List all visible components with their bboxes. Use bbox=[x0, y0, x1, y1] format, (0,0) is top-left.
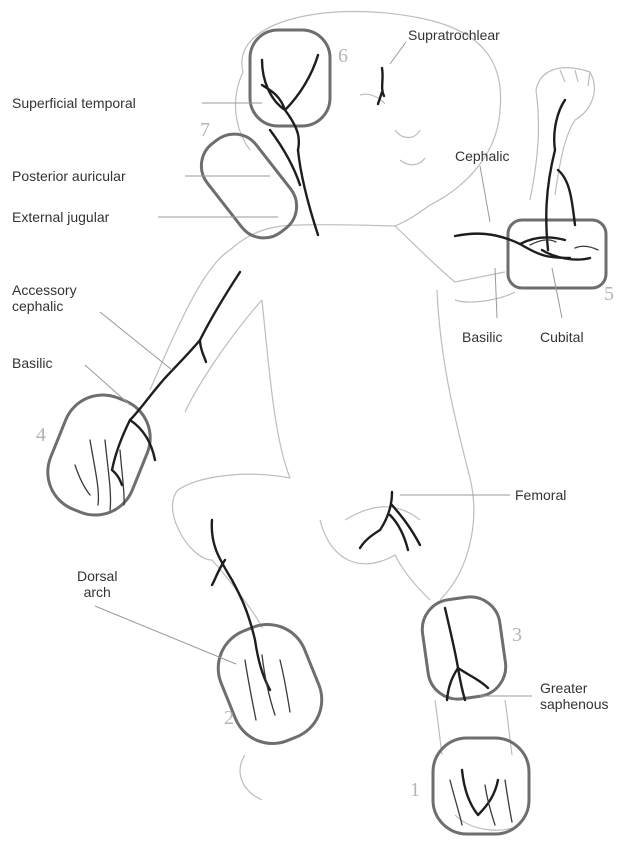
site-number-head-top: 6 bbox=[338, 46, 348, 66]
site-number-right-arm: 5 bbox=[604, 284, 614, 304]
label-greater-saphenous: Greater saphenous bbox=[540, 680, 609, 712]
superficial-temporal-vein bbox=[262, 55, 318, 150]
label-accessory-cephalic: Accessory cephalic bbox=[12, 282, 77, 314]
label-posterior-auricular: Posterior auricular bbox=[12, 168, 126, 184]
fine-veins bbox=[75, 240, 598, 825]
greater-saphenous-vein bbox=[445, 608, 488, 700]
site-number-head-side: 7 bbox=[200, 120, 210, 140]
zone-head-side bbox=[190, 123, 308, 249]
zone-right-forearm bbox=[508, 220, 606, 288]
leader-lines bbox=[85, 42, 562, 696]
label-dorsal-arch: Dorsal arch bbox=[77, 568, 117, 600]
iv-zones bbox=[36, 30, 606, 834]
accessory-cephalic-vein bbox=[130, 272, 240, 420]
label-external-jugular: External jugular bbox=[12, 209, 109, 225]
label-cubital: Cubital bbox=[540, 329, 584, 345]
site-number-left-hand: 4 bbox=[36, 425, 46, 445]
infant-outline bbox=[150, 12, 594, 831]
left-leg-vein bbox=[212, 520, 270, 690]
label-basilic-right: Basilic bbox=[462, 329, 502, 345]
zone-right-leg bbox=[418, 593, 509, 703]
label-superficial-temporal: Superficial temporal bbox=[12, 95, 136, 111]
site-number-right-leg: 3 bbox=[512, 625, 522, 645]
zone-right-foot bbox=[433, 738, 529, 834]
label-cephalic: Cephalic bbox=[455, 148, 509, 164]
femoral-vein bbox=[360, 492, 420, 550]
label-basilic-left: Basilic bbox=[12, 355, 52, 371]
site-number-right-foot: 1 bbox=[410, 780, 420, 800]
veins bbox=[112, 55, 590, 815]
supratrochlear-vein bbox=[378, 68, 384, 104]
cubital-vein bbox=[520, 237, 590, 259]
right-foot-veins bbox=[462, 770, 498, 815]
site-number-left-foot: 2 bbox=[224, 708, 234, 728]
label-femoral: Femoral bbox=[515, 487, 566, 503]
zone-head-top bbox=[250, 30, 330, 126]
label-supratrochlear: Supratrochlear bbox=[408, 27, 500, 43]
zone-left-foot bbox=[206, 612, 334, 755]
